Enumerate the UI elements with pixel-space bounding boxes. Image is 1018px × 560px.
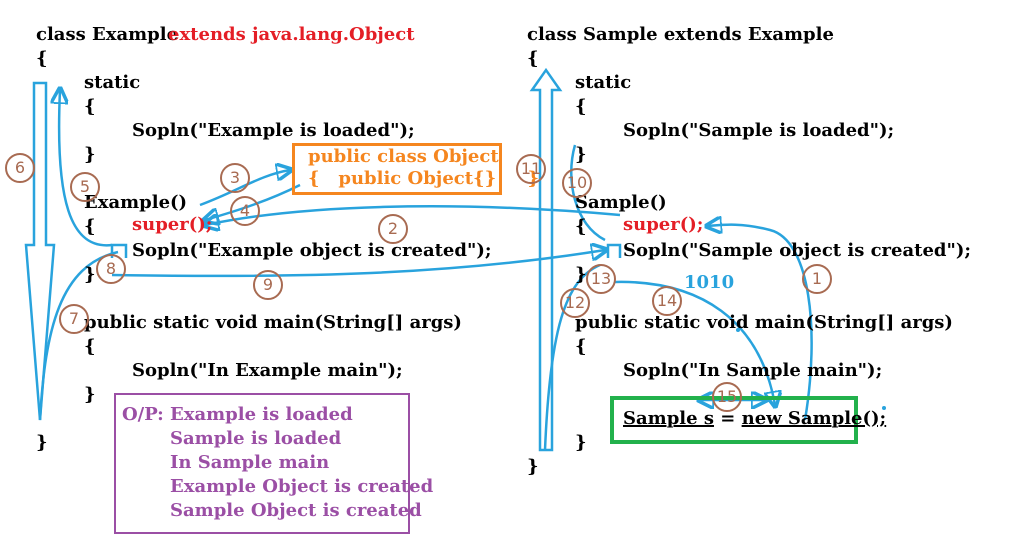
output-box <box>114 393 410 534</box>
left-static-open: { <box>84 96 96 117</box>
right-main-body: Sopln("In Sample main"); <box>623 360 883 381</box>
right-main-sig: public static void main(String[] args) <box>575 312 953 333</box>
new-expression: new Sample(); <box>741 408 887 429</box>
step-6-badge: 6 <box>5 153 35 183</box>
arrow-step-6 <box>24 81 56 421</box>
left-ctor-body: Sopln("Example object is created"); <box>132 240 492 261</box>
step-5-badge: 5 <box>70 172 100 202</box>
left-ctor-close: } <box>84 264 96 285</box>
step-8-badge: 8 <box>96 254 126 284</box>
object-class-box <box>292 143 502 195</box>
arrow-step-1 <box>708 225 813 421</box>
step-2-badge: 2 <box>378 214 408 244</box>
left-static: static <box>84 72 141 93</box>
arrow-step-8 <box>110 243 128 258</box>
right-ctor-body: Sopln("Sample object is created"); <box>623 240 972 261</box>
new-sample-statement: Sample s = new Sample(); <box>623 408 886 430</box>
output-prefix: O/P: <box>122 404 164 425</box>
left-open-brace: { <box>36 48 48 69</box>
left-close-brace: } <box>36 432 48 453</box>
output-line: In Sample main <box>170 452 330 473</box>
left-ctor-open: { <box>84 216 96 237</box>
output-line: Sample Object is created <box>170 500 422 521</box>
arrow-step-5 <box>59 90 113 247</box>
reference-variable: Sample s <box>623 408 714 429</box>
left-ctor: Example() <box>84 192 188 213</box>
step-12-badge: 12 <box>560 288 590 318</box>
left-main-open: { <box>84 336 96 357</box>
step-9-badge: 9 <box>253 270 283 300</box>
step-13-badge: 13 <box>586 264 616 294</box>
address-label: 1010 <box>684 272 735 293</box>
right-static: static <box>575 72 632 93</box>
step-1-badge: 1 <box>802 264 832 294</box>
step-11-badge: 11 <box>516 154 546 184</box>
blue-dot <box>882 406 886 410</box>
right-ctor: Sample() <box>575 192 667 213</box>
step-10-badge: 10 <box>562 168 592 198</box>
right-ctor-close: } <box>575 264 587 285</box>
left-super-call: super(); <box>132 214 213 235</box>
left-class-header: class Example <box>36 24 179 45</box>
output-line: Sample is loaded <box>170 428 342 449</box>
left-main-sig: public static void main(String[] args) <box>84 312 462 333</box>
output-line: Example Object is created <box>170 476 434 497</box>
right-close-brace: } <box>527 456 539 477</box>
step-3-badge: 3 <box>220 163 250 193</box>
left-main-body: Sopln("In Example main"); <box>132 360 403 381</box>
assign-operator: = <box>713 408 742 429</box>
object-line-2: { public Object{} } <box>308 168 540 189</box>
arrow-step-hook <box>606 243 622 258</box>
left-static-body: Sopln("Example is loaded"); <box>132 120 415 141</box>
right-static-open: { <box>575 96 587 117</box>
right-class-header: class Sample extends Example <box>527 24 834 45</box>
step-4-badge: 4 <box>230 196 260 226</box>
output-line: Example is loaded <box>170 404 353 425</box>
blue-dot <box>736 328 740 332</box>
right-open-brace: { <box>527 48 539 69</box>
right-main-close: } <box>575 432 587 453</box>
arrow-step-2 <box>205 205 621 225</box>
arrow-step-14 <box>614 280 775 405</box>
left-static-close: } <box>84 144 96 165</box>
right-ctor-open: { <box>575 216 587 237</box>
arrow-step-10 <box>570 144 606 242</box>
arrow-step-11 <box>529 67 563 452</box>
right-static-body: Sopln("Sample is loaded"); <box>623 120 895 141</box>
object-line-1: public class Object <box>308 146 499 167</box>
right-static-close: } <box>575 144 587 165</box>
step-7-badge: 7 <box>59 304 89 334</box>
step-14-badge: 14 <box>652 286 682 316</box>
left-main-close: } <box>84 384 96 405</box>
right-main-open: { <box>575 336 587 357</box>
left-extends: extends java.lang.Object <box>168 24 415 45</box>
right-super-call: super(); <box>623 214 704 235</box>
step-15-badge: 15 <box>712 382 742 412</box>
